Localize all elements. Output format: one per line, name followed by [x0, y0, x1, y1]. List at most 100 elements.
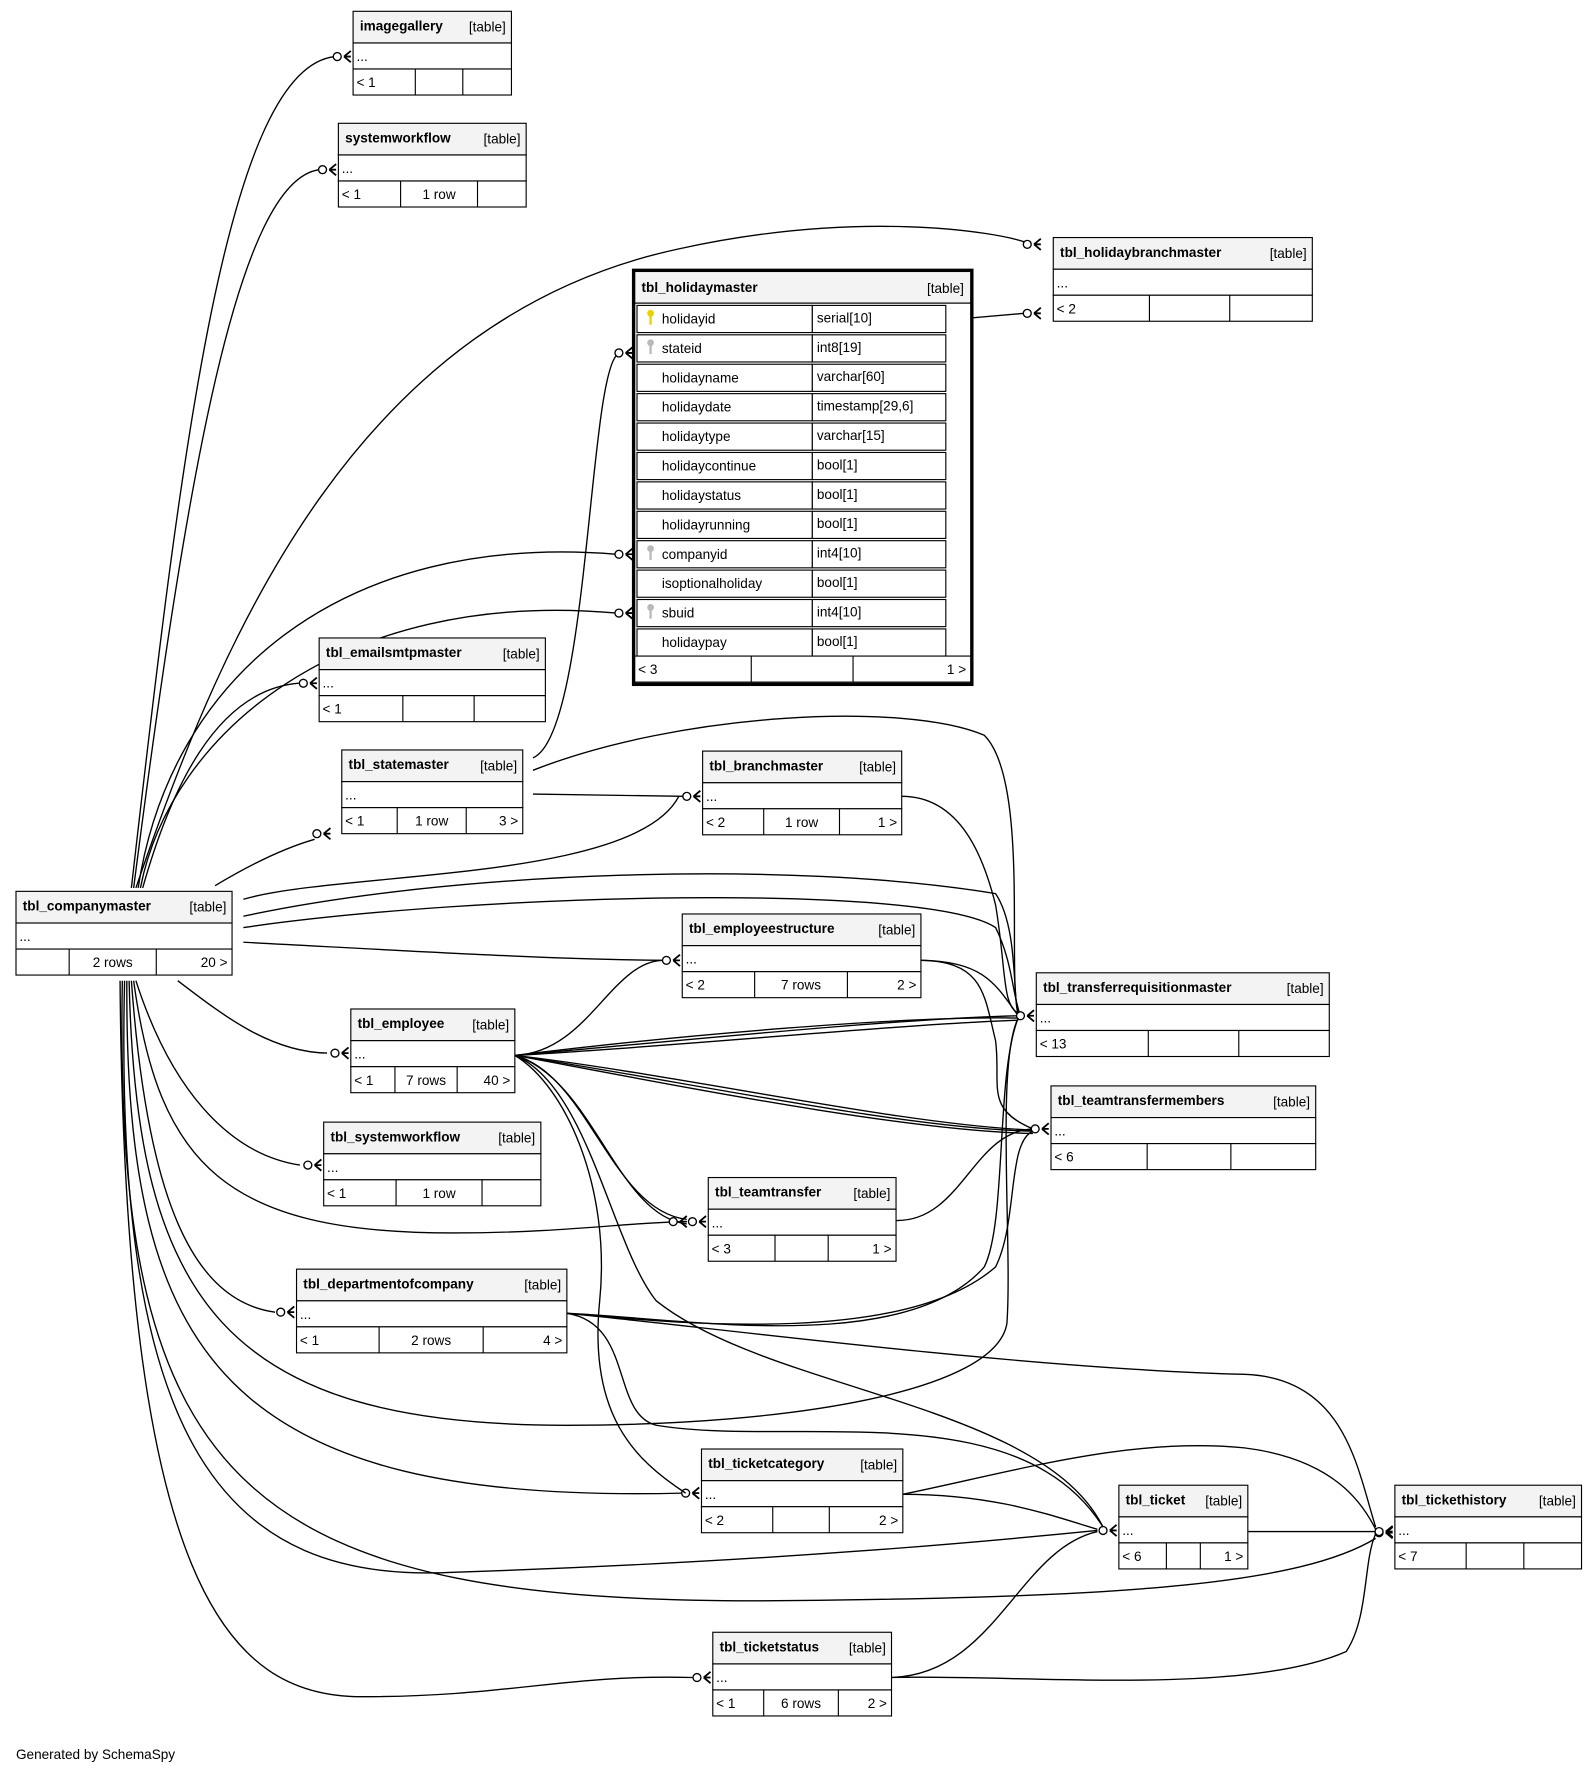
table-type-label: [table]: [1270, 246, 1307, 261]
table-name[interactable]: tbl_companymaster: [23, 899, 152, 914]
children-link[interactable]: 2 >: [868, 1696, 887, 1711]
zero-or-many-marker: [661, 954, 681, 967]
table-tbl_emailsmtpmaster[interactable]: tbl_emailsmtpmaster[table]...< 1: [318, 637, 546, 723]
column-name-cell: [636, 598, 813, 628]
children-link[interactable]: 2 >: [879, 1513, 898, 1528]
table-name[interactable]: tbl_systemworkflow: [330, 1129, 460, 1144]
column-name: sbuid: [662, 606, 694, 621]
children-link[interactable]: 3 >: [499, 814, 518, 829]
table-name[interactable]: tbl_ticket: [1126, 1492, 1186, 1507]
zero-or-many-marker: [614, 547, 634, 561]
table-name[interactable]: tbl_statemaster: [349, 757, 450, 772]
columns-collapsed-row: [681, 945, 922, 973]
column-type: bool[1]: [817, 575, 858, 590]
relationship-line: [566, 1130, 1034, 1325]
zero-or-many-marker: [332, 50, 352, 63]
parents-link[interactable]: < 3: [638, 662, 657, 677]
parents-link[interactable]: < 2: [686, 978, 705, 993]
parents-link[interactable]: < 1: [327, 1186, 346, 1201]
parents-link[interactable]: < 2: [706, 815, 725, 830]
table-name[interactable]: tbl_teamtransfermembers: [1058, 1093, 1225, 1108]
columns-collapsed-row: [352, 42, 513, 70]
parents-link[interactable]: < 2: [705, 1513, 724, 1528]
parents-link[interactable]: < 7: [1398, 1549, 1417, 1564]
table-name[interactable]: imagegallery: [360, 19, 443, 34]
parents-link[interactable]: < 1: [345, 814, 364, 829]
relationship-line: [566, 1312, 1104, 1528]
table-name[interactable]: tbl_employeestructure: [689, 921, 835, 936]
table-tbl_transferrequisitionmaster[interactable]: tbl_transferrequisitionmaster[table]...<…: [1035, 972, 1330, 1058]
table-name[interactable]: systemworkflow: [345, 131, 451, 146]
children-link[interactable]: 40 >: [484, 1073, 511, 1088]
table-name[interactable]: tbl_tickethistory: [1402, 1492, 1507, 1507]
table-type-label: [table]: [524, 1278, 561, 1293]
parents-link[interactable]: < 6: [1054, 1150, 1073, 1165]
parents-link[interactable]: < 1: [342, 187, 361, 202]
column-type-cell: [811, 422, 947, 451]
children-link[interactable]: 20 >: [201, 955, 228, 970]
table-name[interactable]: tbl_ticketcategory: [708, 1456, 825, 1471]
table-name[interactable]: tbl_branchmaster: [709, 758, 824, 773]
table-tbl_holidaybranchmaster[interactable]: tbl_holidaybranchmaster[table]...< 2: [1052, 236, 1313, 322]
table-name[interactable]: tbl_departmentofcompany: [303, 1276, 474, 1291]
children-link[interactable]: 2 >: [897, 978, 916, 993]
table-tbl_teamtransfermembers[interactable]: tbl_teamtransfermembers[table]...< 6: [1050, 1085, 1317, 1171]
parents-link[interactable]: < 13: [1040, 1037, 1067, 1052]
children-link[interactable]: 1 >: [1224, 1549, 1243, 1564]
relationship-line: [121, 980, 1377, 1602]
table-type-label: [table]: [1273, 1094, 1310, 1109]
table-name[interactable]: tbl_transferrequisitionmaster: [1043, 980, 1232, 995]
table-name[interactable]: tbl_holidaymaster: [642, 280, 759, 295]
parents-link[interactable]: < 1: [716, 1696, 735, 1711]
table-name[interactable]: tbl_employee: [358, 1016, 445, 1031]
table-imagegallery[interactable]: imagegallery[table]...< 1: [352, 10, 513, 96]
zero-or-many-marker: [276, 1305, 295, 1319]
table-footer: [634, 655, 972, 683]
parents-link[interactable]: < 2: [1057, 301, 1076, 316]
parents-link[interactable]: < 6: [1122, 1549, 1141, 1564]
parents-link[interactable]: < 1: [323, 702, 342, 717]
parents-link[interactable]: < 1: [354, 1073, 373, 1088]
column-type-cell: [811, 481, 947, 510]
parents-link[interactable]: < 3: [712, 1241, 731, 1256]
table-tbl_tickethistory[interactable]: tbl_tickethistory[table]...< 7: [1394, 1484, 1583, 1570]
table-name[interactable]: tbl_emailsmtpmaster: [326, 645, 462, 660]
row-count: 1 row: [415, 814, 448, 829]
table-name[interactable]: tbl_holidaybranchmaster: [1060, 245, 1222, 260]
relationship-line: [532, 715, 1019, 1014]
children-link[interactable]: 4 >: [543, 1333, 562, 1348]
table-name[interactable]: tbl_ticketstatus: [720, 1639, 820, 1654]
parents-link[interactable]: < 1: [300, 1333, 319, 1348]
children-link[interactable]: 1 >: [947, 662, 966, 677]
children-link[interactable]: 1 >: [878, 815, 897, 830]
children-link[interactable]: 1 >: [872, 1241, 891, 1256]
table-name[interactable]: tbl_teamtransfer: [715, 1185, 822, 1200]
parents-link[interactable]: < 1: [356, 75, 375, 90]
column-name-cell: [636, 334, 813, 363]
